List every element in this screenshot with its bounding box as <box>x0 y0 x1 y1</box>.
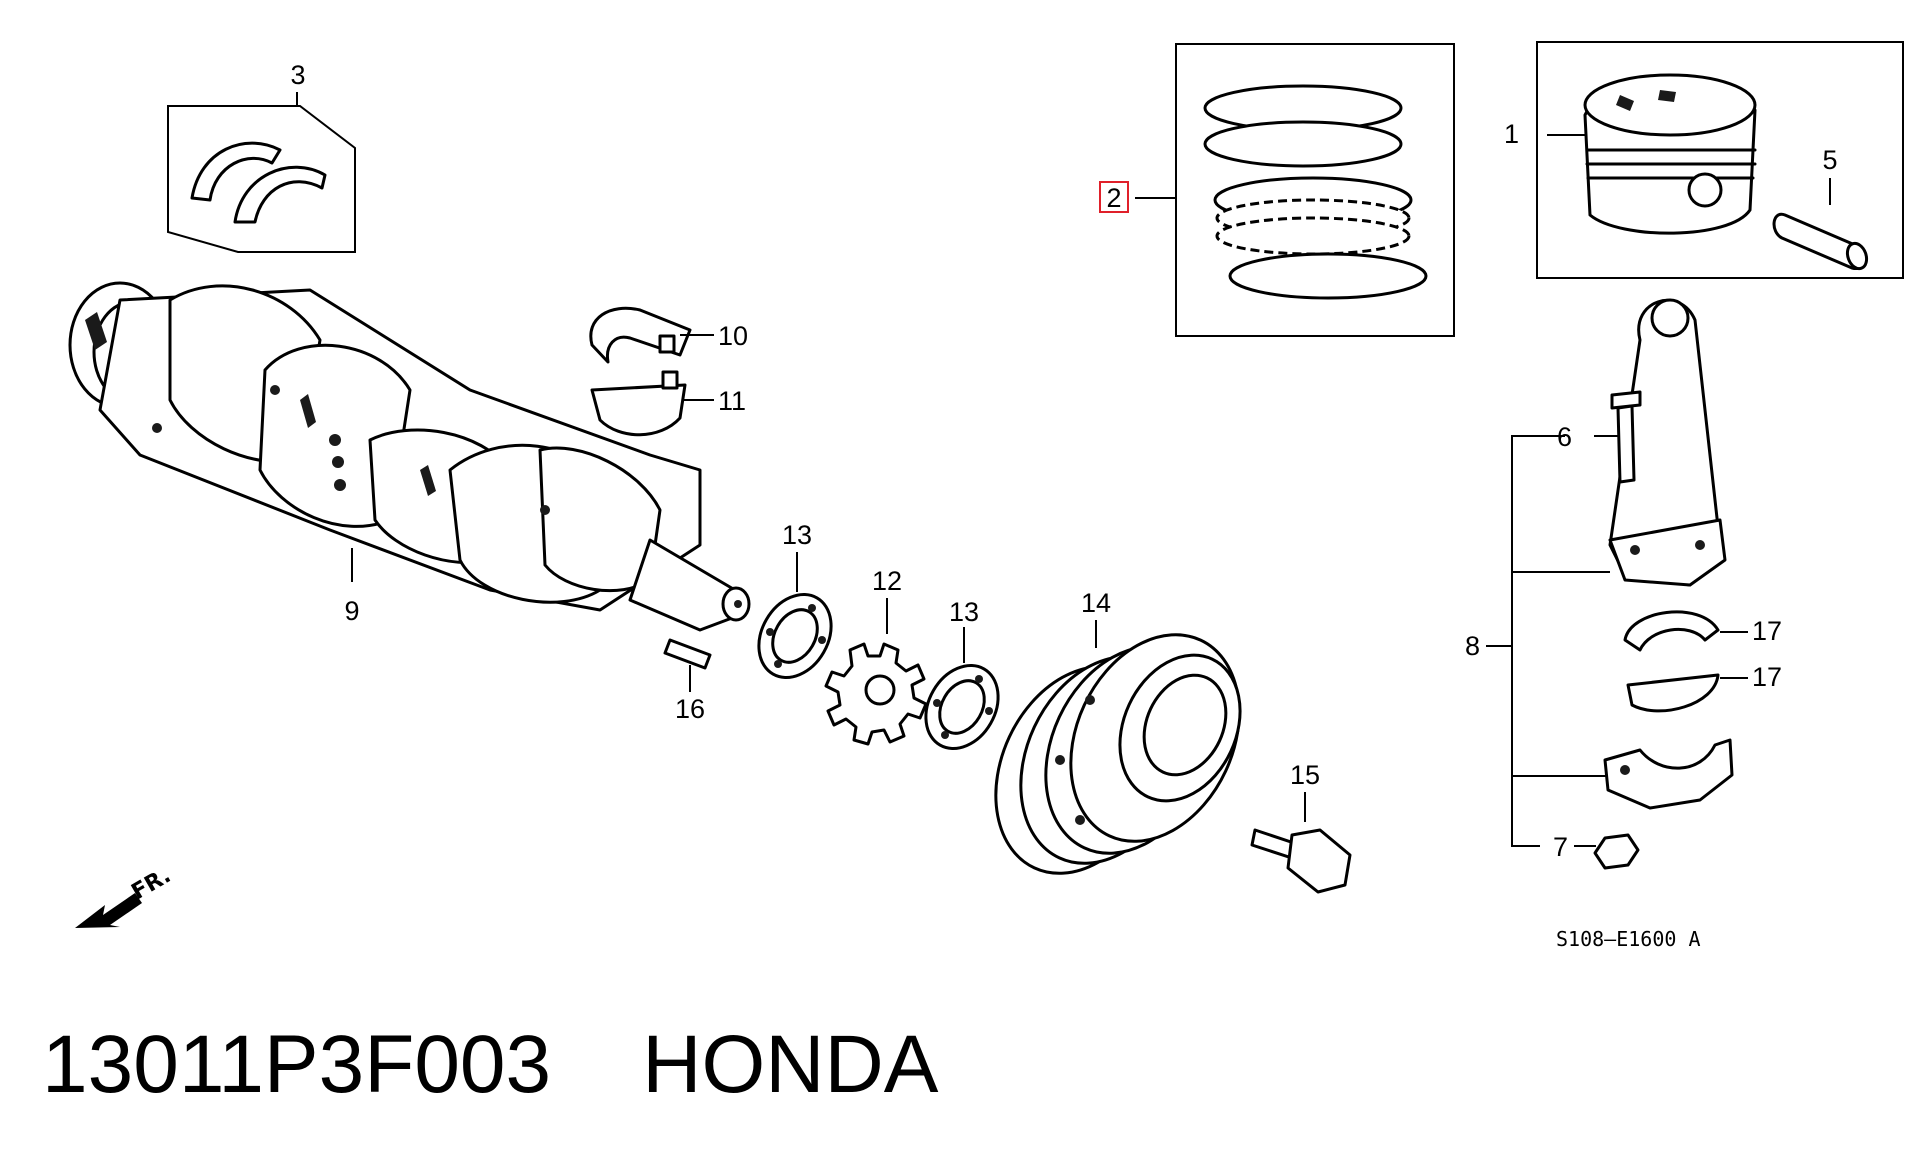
crank-pulley <box>994 620 1242 875</box>
rod-nut <box>1574 833 1640 870</box>
rod-bolt <box>1594 390 1642 484</box>
front-direction-arrow: FR. <box>75 863 175 928</box>
callout-6: 6 <box>1557 422 1572 452</box>
rod-bearing-lower <box>1626 673 1748 713</box>
brand-name: HONDA <box>642 1019 939 1110</box>
callout-10: 10 <box>718 321 748 351</box>
highlight-box <box>1099 181 1129 213</box>
washer-front <box>757 552 833 680</box>
callout-2: 2 <box>1106 183 1121 213</box>
rod-bearing-upper <box>1623 610 1748 652</box>
callout-7: 7 <box>1553 832 1568 862</box>
part-caption: 13011P3F003 HONDA <box>42 1015 938 1115</box>
crankshaft <box>68 281 751 632</box>
callout-15: 15 <box>1290 760 1320 790</box>
connecting-rod <box>1486 298 1727 847</box>
pulley-bolt <box>1250 792 1352 894</box>
main-bearing-lower <box>590 370 714 437</box>
piston-assembly <box>1536 41 1904 279</box>
callout-1: 1 <box>1504 119 1519 149</box>
washer-rear <box>924 627 1000 751</box>
callout-13-rear: 13 <box>949 597 979 627</box>
callout-9: 9 <box>344 596 359 626</box>
callout-3: 3 <box>290 60 305 90</box>
main-bearing-kit <box>167 92 356 253</box>
callout-14: 14 <box>1081 588 1111 618</box>
callout-16: 16 <box>675 694 705 724</box>
callout-17-lower: 17 <box>1752 662 1782 692</box>
callout-8: 8 <box>1465 631 1480 661</box>
callout-17-upper: 17 <box>1752 616 1782 646</box>
callout-5: 5 <box>1822 145 1837 175</box>
diagram-code: S108–E1600 A <box>1556 927 1701 951</box>
part-number: 13011P3F003 <box>42 1019 552 1110</box>
callout-labels: 3 9 10 11 16 13 12 13 14 15 1 5 6 8 17 1… <box>290 60 1837 862</box>
piston-ring-set <box>1135 43 1455 337</box>
callout-13-front: 13 <box>782 520 812 550</box>
main-bearing-upper <box>589 306 714 364</box>
rod-cap <box>1603 738 1734 810</box>
woodruff-key <box>663 638 712 692</box>
callout-11: 11 <box>718 386 746 416</box>
crank-sprocket <box>824 598 928 746</box>
callout-12: 12 <box>872 566 902 596</box>
